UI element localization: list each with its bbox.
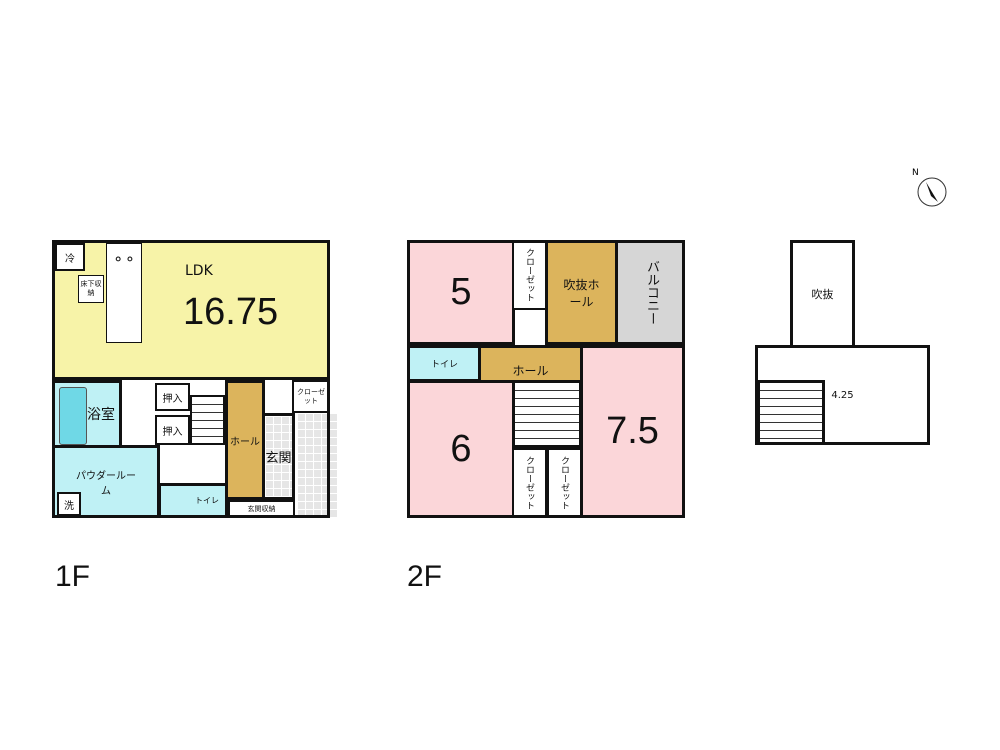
closet-2f-2: クローゼット — [512, 448, 547, 518]
oshiire-2: 押入 — [155, 415, 190, 445]
ldk-label: LDK — [185, 263, 213, 279]
compass-arrow-icon — [917, 177, 947, 207]
stove-icon: ⚬⚬ — [112, 252, 136, 268]
oshiire-1: 押入 — [155, 383, 190, 411]
closet-2f-1: クローゼット — [512, 240, 547, 310]
floor-label-2f: 2F — [407, 560, 443, 593]
closet-1f: クローゼット — [292, 380, 330, 413]
outer-wall-1f — [52, 240, 330, 518]
compass-north-label: N — [912, 168, 919, 178]
floor-label-1f: 1F — [55, 560, 91, 593]
bedroom-6: 6 — [407, 380, 515, 518]
ldk-size: 16.75 — [183, 291, 279, 333]
bedroom-7-5: 7.5 — [580, 345, 685, 518]
outer-wall-2f — [407, 240, 685, 518]
balcony: バルコニー — [615, 240, 685, 345]
powder-label: パウダールーム — [76, 470, 136, 497]
loft-void: 吹抜 — [790, 240, 855, 348]
compass: N — [912, 168, 948, 208]
void-hall-label: 吹抜ホール — [563, 277, 600, 309]
stairs-1f — [190, 395, 225, 445]
bathtub-icon — [59, 387, 87, 445]
kitchen-counter: ⚬⚬ — [106, 243, 142, 343]
bath-label: 浴室 — [87, 407, 115, 423]
stairs-loft — [757, 380, 825, 445]
entrance: 玄関 — [262, 413, 295, 500]
underfloor-storage: 床下収納 — [78, 275, 104, 303]
fridge-space: 冷 — [55, 243, 85, 271]
porch — [297, 413, 337, 518]
